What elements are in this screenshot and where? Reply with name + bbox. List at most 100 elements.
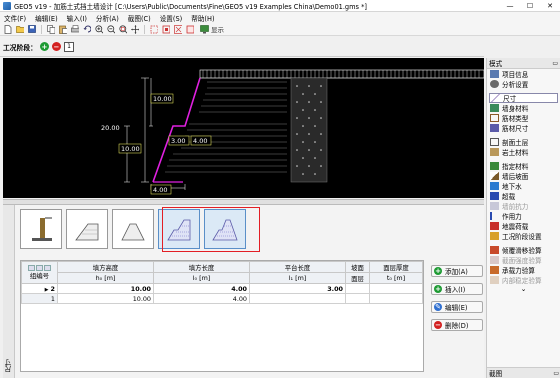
mode-internal-stability[interactable]: 内部稳定验算 [487, 275, 560, 285]
edit-button[interactable]: ✎编辑(E) [431, 301, 483, 313]
mode-verification[interactable]: 倾覆滑移验算 [487, 245, 560, 255]
pin-icon[interactable]: ▭ [553, 369, 559, 377]
frame-icon[interactable] [185, 24, 195, 34]
reinforcement-type-icon [490, 114, 499, 122]
mode-dimensions[interactable]: 尺寸 [489, 93, 558, 103]
fit-all-icon[interactable] [173, 24, 183, 34]
mode-surcharge[interactable]: 超载 [487, 191, 560, 201]
mode-wall-material[interactable]: 墙身材料 [487, 103, 560, 113]
stage-settings-icon [490, 232, 499, 240]
mode-assign-material[interactable]: 指定材料 [487, 161, 560, 171]
minimize-button[interactable]: — [506, 1, 514, 10]
surcharge-strip [199, 69, 485, 79]
cell-berm-length[interactable]: 3.00 [249, 283, 346, 294]
side-tab[interactable]: 尺寸 [3, 205, 15, 378]
table-tool-icons[interactable] [24, 265, 55, 271]
paste-icon[interactable] [58, 24, 68, 34]
scroll-down-icon[interactable]: ⌄ [520, 285, 527, 293]
pin-icon[interactable]: ▭ [552, 59, 558, 67]
monitor-icon [200, 24, 209, 33]
mode-bearing-capacity[interactable]: 承载力验算 [487, 265, 560, 275]
table-row[interactable]: 1 10.00 4.00 [21, 293, 423, 304]
menu-help[interactable]: 帮助(H) [191, 14, 215, 23]
menu-settings[interactable]: 设置(S) [159, 14, 183, 23]
app-icon [3, 1, 11, 10]
mode-water[interactable]: 地下水 [487, 181, 560, 191]
select-frame-icon[interactable] [149, 24, 159, 34]
gear-icon [490, 80, 499, 88]
panel-splitter[interactable] [3, 199, 484, 205]
mode-project-info[interactable]: 项目信息 [487, 69, 560, 79]
remove-stage-button[interactable]: − [51, 42, 61, 51]
cell-fill-length[interactable]: 4.00 [153, 293, 250, 304]
reinforcement-dots [296, 85, 322, 175]
title-bar: GEO5 v19 - 加筋土式挡土墙设计 [C:\Users\Public\Do… [0, 0, 560, 12]
maximize-button[interactable]: ☐ [526, 1, 534, 10]
drawing-canvas[interactable]: 10.00 20.00 10.00 3.00 4.00 4.00 [3, 58, 485, 198]
close-button[interactable]: ✕ [540, 0, 560, 11]
mode-earthquake[interactable]: 地震荷载 [487, 221, 560, 231]
wall-face [152, 77, 201, 183]
dim-label-berm: 3.00 [171, 137, 185, 145]
vertical-wall-icon [32, 217, 52, 241]
minus-icon: − [434, 321, 442, 329]
shape-stepped-berm[interactable] [158, 209, 200, 249]
open-folder-icon[interactable] [15, 24, 25, 34]
col-berm-length: 平台长度 [249, 261, 346, 273]
cell-slope-face[interactable] [345, 293, 370, 304]
mode-panel: 模式▭ 项目信息 分析设置 尺寸 墙身材料 筋材类型 筋材尺寸 剖面土层 岩土材… [486, 58, 560, 378]
mode-stage-settings[interactable]: 工况阶段设置 [487, 231, 560, 241]
cell-berm-length[interactable] [249, 293, 346, 304]
add-stage-button[interactable]: + [39, 42, 49, 51]
mode-reinforcement-type[interactable]: 筋材类型 [487, 113, 560, 123]
dim-label-fill-length: 4.00 [193, 137, 207, 145]
menu-capture[interactable]: 截图(C) [127, 14, 151, 23]
new-file-icon[interactable] [3, 24, 13, 34]
wall-drawing: 10.00 20.00 10.00 3.00 4.00 4.00 [101, 69, 485, 195]
cell-face-thickness[interactable] [369, 293, 423, 304]
zoom-out-icon[interactable] [106, 24, 116, 34]
menu-analysis[interactable]: 分析(A) [95, 14, 119, 23]
insert-button[interactable]: +插入(I) [431, 283, 483, 295]
copy-icon[interactable] [46, 24, 56, 34]
toolbar-divider [144, 24, 145, 34]
mode-analysis-settings[interactable]: 分析设置 [487, 79, 560, 89]
cell-fill-height[interactable]: 10.00 [57, 283, 154, 294]
cell-fill-height[interactable]: 10.00 [57, 293, 154, 304]
mode-soil-profile[interactable]: 剖面土层 [487, 137, 560, 147]
shape-slope-wall[interactable] [66, 209, 108, 249]
table-row[interactable]: ▶ 2 10.00 4.00 3.00 [21, 283, 423, 294]
mode-reinforcement-size[interactable]: 筋材尺寸 [487, 123, 560, 133]
fit-view-icon[interactable] [161, 24, 171, 34]
mode-dimensioning[interactable]: 截面强度验算 [487, 255, 560, 265]
save-icon[interactable] [27, 24, 37, 34]
mode-soils[interactable]: 岩土材料 [487, 147, 560, 157]
zoom-in-icon[interactable] [94, 24, 104, 34]
zoom-window-icon[interactable] [118, 24, 128, 34]
row-number: 1 [21, 293, 58, 304]
edit-icon: ✎ [434, 303, 442, 311]
add-button[interactable]: +添加(A) [431, 265, 483, 277]
cell-fill-length[interactable]: 4.00 [153, 283, 250, 294]
mode-terrain[interactable]: 墙后坡面 [487, 171, 560, 181]
stage-1-selector[interactable]: 1 [63, 41, 74, 52]
delete-button[interactable]: −删除(D) [431, 319, 483, 331]
cell-slope-face[interactable] [345, 283, 370, 294]
cell-face-thickness[interactable] [369, 283, 423, 294]
pan-icon[interactable] [130, 24, 140, 34]
menu-edit[interactable]: 编辑(E) [35, 14, 58, 23]
mode-front-face-resistance[interactable]: 墙前抗力 [487, 201, 560, 211]
menu-input[interactable]: 输入(I) [66, 14, 87, 23]
shape-trapezoid[interactable] [112, 209, 154, 249]
trapezoid-icon [121, 223, 145, 241]
shape-stepped-trapezoid[interactable] [204, 209, 246, 249]
soils-icon [490, 148, 499, 156]
print-icon[interactable] [70, 24, 80, 34]
show-button[interactable]: 显示 [197, 24, 227, 34]
wall-shape-selector [20, 209, 246, 253]
undo-icon[interactable] [82, 24, 92, 34]
menu-file[interactable]: 文件(F) [4, 14, 27, 23]
shape-vertical-wall[interactable] [20, 209, 62, 249]
input-panel: 尺寸 组编号 填方高度 填 [3, 205, 484, 378]
mode-applied-forces[interactable]: 作用力 [487, 211, 560, 221]
